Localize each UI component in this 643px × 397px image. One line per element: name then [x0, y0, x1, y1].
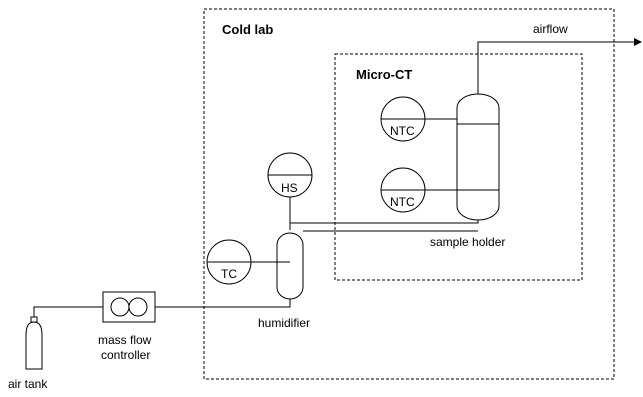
- mfc-label-line1: mass flow: [98, 333, 152, 347]
- micro-ct-label: Micro-CT: [356, 67, 412, 82]
- mfc-label-line2: controller: [101, 348, 150, 362]
- micro-ct-boundary: [334, 53, 583, 281]
- hs-label: HS: [281, 181, 298, 195]
- air-tank: [25, 316, 43, 370]
- tank-to-mfc-line: [33, 306, 103, 317]
- ntc-top-label: NTC: [390, 124, 415, 138]
- mass-flow-controller: [102, 291, 156, 323]
- ntc-sensor-bottom: [380, 167, 457, 213]
- tc-label: TC: [221, 267, 237, 281]
- cold-lab-label: Cold lab: [222, 22, 273, 37]
- airflow-outlet-line: [477, 38, 642, 96]
- sample-holder: [456, 93, 500, 221]
- air-tank-label: air tank: [8, 377, 48, 391]
- tc-sensor: [206, 239, 290, 285]
- humidifier: [276, 232, 304, 305]
- cold-lab-boundary: [203, 8, 615, 380]
- ntc-bottom-label: NTC: [390, 195, 415, 209]
- hs-sensor: [267, 152, 313, 230]
- ntc-sensor-top: [380, 96, 457, 142]
- airflow-label: airflow: [533, 22, 568, 36]
- sample-holder-label: sample holder: [430, 235, 505, 249]
- mfc-to-humidifier-line: [155, 305, 291, 308]
- humidifier-to-sample-line: [289, 220, 479, 229]
- humidifier-label: humidifier: [258, 316, 310, 330]
